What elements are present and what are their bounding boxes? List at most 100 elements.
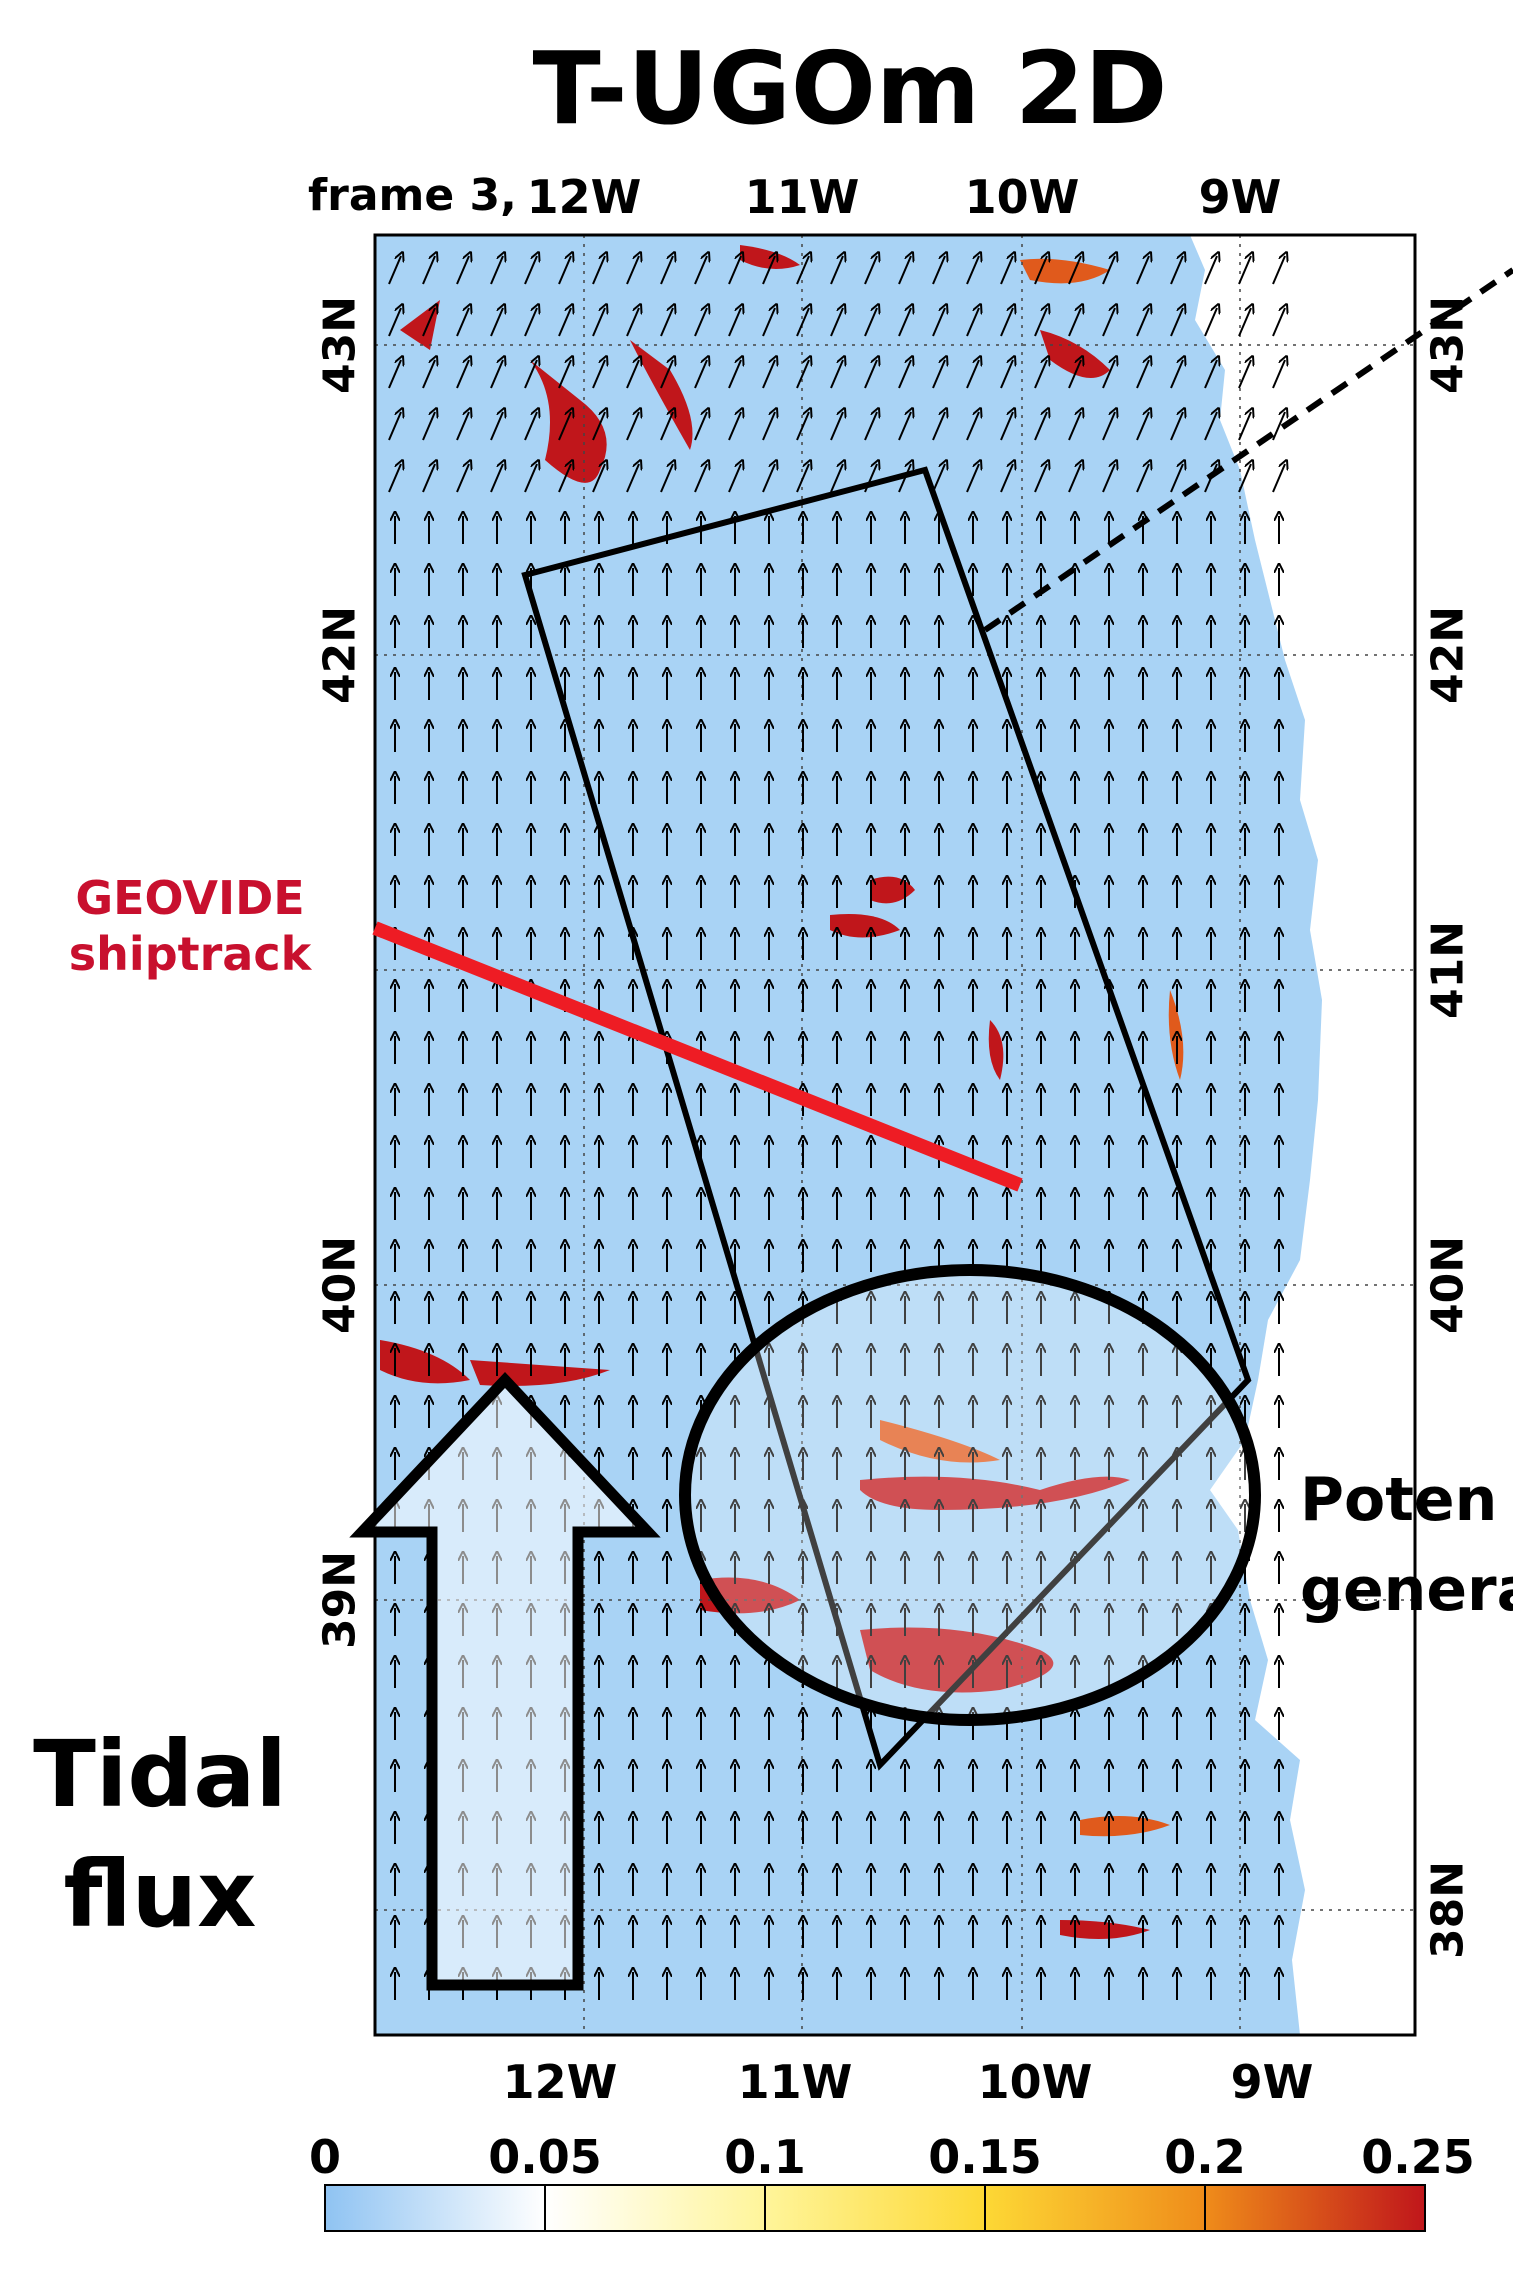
flux-arrow [558,464,571,493]
flux-arrow [864,412,877,441]
flux-arrow [1238,464,1251,493]
flux-arrow [898,256,911,285]
flux-arrow [1204,412,1217,441]
flux-arrow [1170,308,1183,337]
flux-arrow [490,412,503,441]
flux-arrow [898,308,911,337]
flux-arrow [1136,412,1149,441]
flux-arrow [1136,464,1149,493]
flux-arrow [1000,360,1013,389]
flux-arrow [490,360,503,389]
flux-arrow [1272,464,1285,493]
flux-arrow [592,360,605,389]
flux-arrow [626,464,639,493]
flux-arrow [422,412,435,441]
flux-arrow [1238,360,1251,389]
flux-arrow [1034,412,1047,441]
flux-arrow [762,412,775,441]
flux-arrow [422,464,435,493]
flux-arrow [1000,256,1013,285]
flux-arrow [932,464,945,493]
flux-arrow [1136,308,1149,337]
flux-arrow [1034,256,1047,285]
flux-arrow [796,256,809,285]
generation-ellipse [679,1264,1261,1726]
flux-arrow [1204,256,1217,285]
flux-arrow [966,360,979,389]
flux-arrow [932,360,945,389]
flux-arrow [388,256,401,285]
flux-arrow [966,308,979,337]
flux-arrow [830,308,843,337]
flux-arrow [694,308,707,337]
flux-arrow [524,464,537,493]
flux-arrow [694,360,707,389]
flux-arrow [422,360,435,389]
flux-arrow [1136,360,1149,389]
bottom-tick-9w: 9W [1230,2055,1314,2109]
flux-arrow [694,464,707,493]
flux-arrow [592,256,605,285]
colorbar [324,2184,1426,2232]
flux-arrow [1102,360,1115,389]
flux-arrow [422,308,435,337]
flux-arrow [830,464,843,493]
flux-arrow [762,308,775,337]
flux-arrow [694,256,707,285]
flux-arrow [388,464,401,493]
frame-label: frame 3, [308,170,517,221]
flux-arrow [932,256,945,285]
flux-arrow [1068,464,1081,493]
flux-arrow [660,308,673,337]
flux-arrow [490,308,503,337]
flux-arrow [388,308,401,337]
flux-arrow [490,256,503,285]
flux-arrow [694,412,707,441]
flux-arrow [1034,308,1047,337]
flux-arrow [626,256,639,285]
flux-arrow [864,256,877,285]
flux-arrow [558,360,571,389]
geovide-label: GEOVIDE shiptrack [68,871,312,981]
flux-arrow [728,256,741,285]
tidal-flux-label: Tidal flux [33,1721,287,1948]
bottom-tick-10w: 10W [977,2055,1093,2109]
bottom-tick-12w: 12W [502,2055,618,2109]
flux-arrow [966,256,979,285]
flux-arrow [1238,308,1251,337]
flux-arrow [626,360,639,389]
flux-arrow [1272,256,1285,285]
flux-arrow [592,412,605,441]
flux-arrow [932,412,945,441]
flux-arrow [1238,412,1251,441]
flux-arrow [1034,464,1047,493]
flux-arrow [660,360,673,389]
flux-arrow [898,412,911,441]
flux-arrow [966,464,979,493]
flux-arrow [830,256,843,285]
flux-arrow [864,308,877,337]
flux-arrow [558,308,571,337]
flux-arrow [762,464,775,493]
flux-arrow [830,412,843,441]
flux-arrow [796,412,809,441]
flux-arrow [796,360,809,389]
top-tick-12w: 12W [526,170,642,224]
flux-arrow [1068,360,1081,389]
land-iberia [1190,235,1415,2035]
flux-arrow [1238,256,1251,285]
geovide-shiptrack [372,921,1023,1192]
flux-arrow [762,360,775,389]
flux-arrow [796,308,809,337]
potential-generation-label: Poten genera [1300,1455,1513,1635]
flux-arrow [966,412,979,441]
flux-arrow [728,412,741,441]
flux-arrow [1102,464,1115,493]
flux-arrow [660,412,673,441]
flux-arrow [558,256,571,285]
flux-arrow [388,360,401,389]
flux-arrow [1204,308,1217,337]
flux-arrow [1102,308,1115,337]
flux-arrow [1170,464,1183,493]
